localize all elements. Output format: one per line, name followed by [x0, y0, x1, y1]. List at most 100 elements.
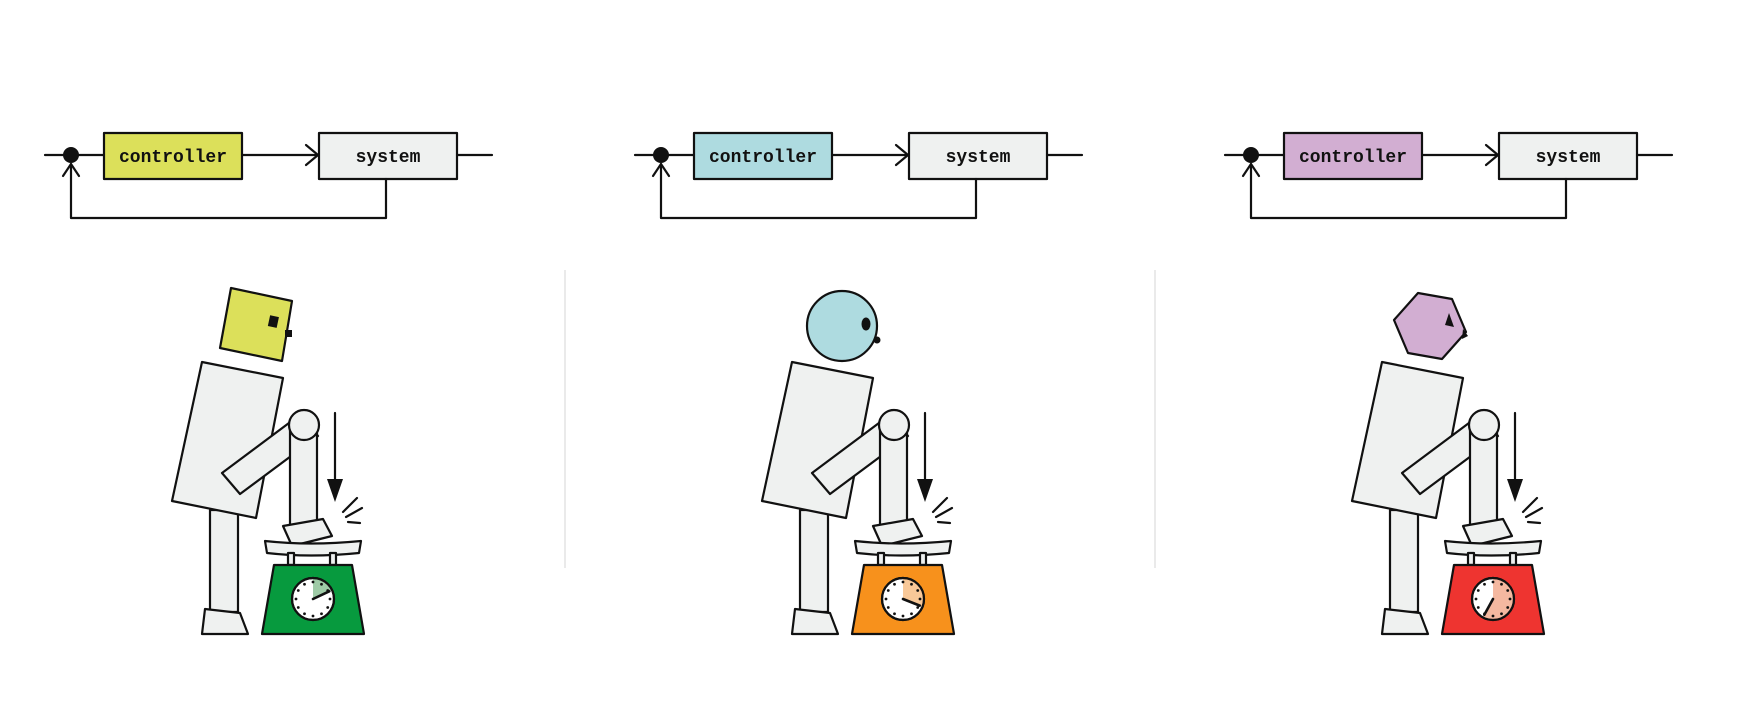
- weighing-scale-icon: [1440, 539, 1546, 636]
- scale-dial: [880, 576, 926, 622]
- dial-fill: [313, 578, 332, 599]
- dial-tick: [1506, 589, 1510, 592]
- feedback-arrowhead: [61, 162, 81, 178]
- robot-elbow-joint: [287, 408, 321, 442]
- system-label: system: [946, 148, 1011, 168]
- controller-label: controller: [709, 148, 817, 168]
- dial-tick: [1508, 597, 1512, 601]
- panel-2: controller system: [633, 131, 1084, 636]
- dial-needle: [901, 597, 922, 607]
- dial-tick: [901, 614, 905, 618]
- dial-tick: [886, 606, 890, 609]
- robot-leg: [208, 508, 240, 614]
- dial-tick: [893, 582, 896, 586]
- feedback-arrowhead: [651, 162, 671, 178]
- dial-needle: [311, 590, 331, 601]
- dial-tick: [910, 582, 913, 586]
- hexagon-head-icon: [1392, 291, 1468, 361]
- eye-icon: [861, 317, 871, 331]
- robot-figure: [170, 286, 364, 636]
- square-head-icon: [218, 286, 294, 363]
- scale-post-left: [286, 551, 296, 567]
- scale-dial: [1470, 576, 1516, 622]
- dial-tick: [886, 589, 890, 592]
- motion-line-2: [344, 506, 364, 519]
- dial-tick: [296, 606, 300, 609]
- motion-line-3: [1526, 520, 1542, 525]
- dial-tick: [311, 580, 315, 584]
- ear-icon: [873, 336, 881, 344]
- force-arrow-head: [1507, 479, 1523, 502]
- dial-tick: [901, 580, 905, 584]
- dial-tick: [311, 614, 315, 618]
- block-diagram: controller system: [633, 131, 1084, 220]
- dial-tick: [296, 589, 300, 592]
- dial-tick: [1476, 606, 1480, 609]
- dial-tick: [910, 612, 913, 616]
- controller-block: [102, 131, 244, 181]
- motion-line-1: [1521, 496, 1539, 514]
- motion-line-2: [1524, 506, 1544, 519]
- scale-dial: [290, 576, 336, 622]
- panel-dividers: [564, 270, 1156, 568]
- feedback-arrowhead: [1241, 162, 1261, 178]
- scale-post-left: [1466, 551, 1476, 567]
- feedback-path: [659, 162, 978, 220]
- dial-tick: [916, 606, 920, 609]
- robot-figure: [760, 289, 954, 636]
- dial-tick: [303, 612, 306, 616]
- dial-tick: [1483, 582, 1486, 586]
- system-label: system: [1536, 148, 1601, 168]
- dial-tick: [1476, 589, 1480, 592]
- robot-hand: [871, 517, 924, 548]
- dial-rim: [290, 576, 336, 622]
- dial-needle: [1483, 597, 1495, 617]
- robot-hand: [1461, 517, 1514, 548]
- system-block: [907, 131, 1049, 181]
- robot-forearm: [878, 424, 909, 538]
- summing-junction: [1243, 147, 1259, 163]
- summing-junction: [63, 147, 79, 163]
- controller-block: [1282, 131, 1424, 181]
- scale-platform: [263, 539, 363, 557]
- ear-icon: [1462, 329, 1468, 339]
- head-shape: [218, 286, 294, 363]
- dial-rim: [880, 576, 926, 622]
- controller-block: [692, 131, 834, 181]
- eye-icon: [1445, 313, 1454, 327]
- head-shape: [805, 289, 879, 363]
- robot-elbow-joint: [877, 408, 911, 442]
- robot-figure: [1350, 291, 1544, 636]
- dial-tick: [916, 589, 920, 592]
- dial-fill: [1482, 578, 1515, 621]
- dial-tick: [1491, 614, 1495, 618]
- robot-foot: [790, 607, 840, 636]
- scale-platform: [1443, 539, 1543, 557]
- eye-icon: [267, 315, 279, 328]
- round-head-icon: [805, 289, 881, 363]
- dial-tick: [1500, 582, 1503, 586]
- dial-rim: [1470, 576, 1516, 622]
- robot-elbow-joint: [1467, 408, 1501, 442]
- head-shape: [1392, 291, 1468, 361]
- motion-line-3: [936, 520, 952, 525]
- system-label: system: [356, 148, 421, 168]
- dial-tick: [326, 606, 330, 609]
- scale-platform: [853, 539, 953, 557]
- scale-post-right: [918, 551, 928, 567]
- ear-icon: [285, 330, 292, 337]
- scale-post-right: [328, 551, 338, 567]
- summing-junction: [653, 147, 669, 163]
- force-arrow-head: [917, 479, 933, 502]
- motion-line-3: [346, 520, 362, 525]
- robot-foot: [200, 607, 250, 636]
- dial-tick: [294, 597, 298, 601]
- dial-tick: [884, 597, 888, 601]
- dial-tick: [320, 582, 323, 586]
